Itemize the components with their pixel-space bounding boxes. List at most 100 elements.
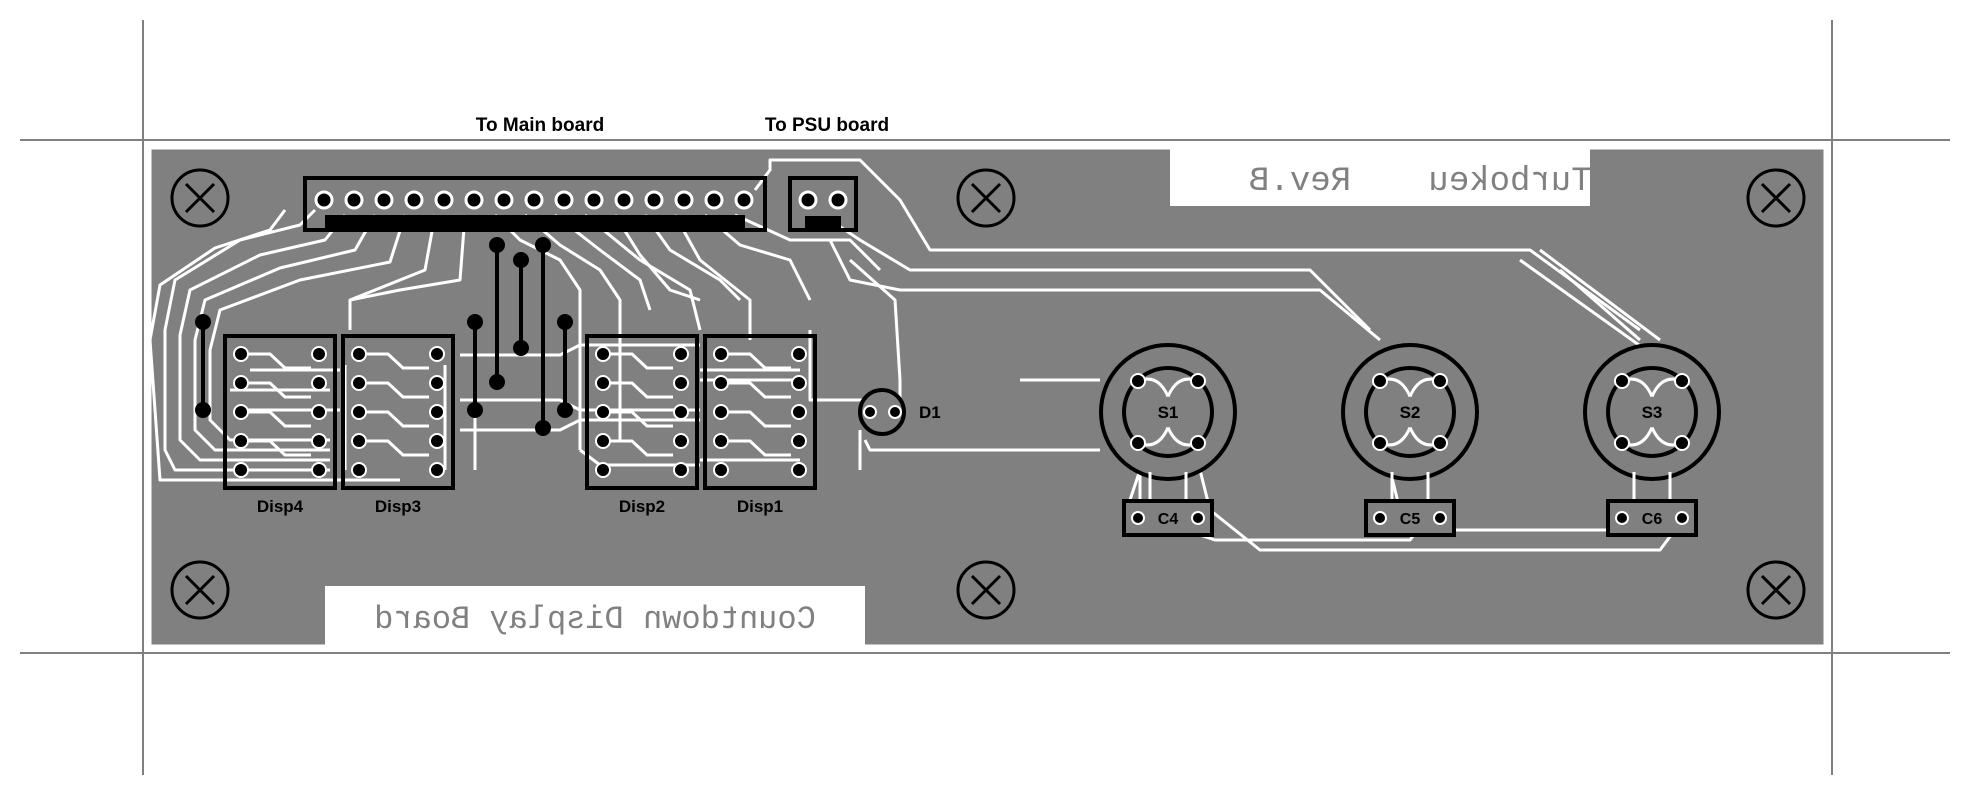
display-pin: [713, 433, 729, 449]
display-pin: [311, 433, 327, 449]
jumpers: [195, 237, 573, 436]
header-pin: [674, 190, 694, 210]
display-pin: [351, 462, 367, 478]
header-pin: [554, 190, 574, 210]
switch-label: S3: [1642, 403, 1663, 422]
switch-pin: [1372, 435, 1388, 451]
display-pin: [233, 433, 249, 449]
diode-label: D1: [919, 403, 941, 422]
display-pin: [595, 346, 611, 362]
display-pin: [595, 375, 611, 391]
display-pin: [673, 433, 689, 449]
header-pin: [494, 190, 514, 210]
cap-pin: [1615, 511, 1629, 525]
display-pin: [429, 404, 445, 420]
cap-pin: [1131, 511, 1145, 525]
mount-hole-icon: [956, 560, 1016, 620]
header-pin: [404, 190, 424, 210]
display-pin: [673, 404, 689, 420]
mounting-holes: [170, 168, 1806, 620]
capacitor-label: C5: [1400, 511, 1421, 528]
display-pin: [429, 375, 445, 391]
display-pin: [233, 346, 249, 362]
header-pin: [344, 190, 364, 210]
displays: [223, 334, 817, 490]
display-pin: [233, 462, 249, 478]
display-pin: [351, 346, 367, 362]
display-pin: [311, 462, 327, 478]
display-pin: [595, 404, 611, 420]
display-pin: [791, 346, 807, 362]
switch-pin: [1674, 373, 1690, 389]
switch-1: [1099, 343, 1237, 507]
header-pin: [434, 190, 454, 210]
switch-pin: [1372, 373, 1388, 389]
switch-pin: [1130, 435, 1146, 451]
display-pin: [311, 375, 327, 391]
display-pin: [429, 462, 445, 478]
capacitor-5: [1364, 499, 1456, 537]
display-pin: [429, 346, 445, 362]
display-1: [223, 334, 337, 490]
capacitors: [1122, 499, 1698, 537]
board-name-text: Countdown Display Board: [374, 601, 816, 638]
display-pin: [673, 346, 689, 362]
main-connector-label: To Main board: [476, 115, 604, 136]
cap-pin: [1433, 511, 1447, 525]
display-pin: [311, 346, 327, 362]
header-pin: [314, 190, 334, 210]
guide-lines: [20, 20, 1950, 775]
display-pin: [791, 433, 807, 449]
rev-text: Rev.B: [1249, 163, 1351, 201]
switch-pin: [1674, 435, 1690, 451]
switch-pin: [1432, 373, 1448, 389]
psu-connector-label: To PSU board: [765, 115, 889, 136]
display-pin: [351, 375, 367, 391]
mount-hole-icon: [1746, 168, 1806, 228]
display-pin: [233, 404, 249, 420]
display-label: Disp2: [619, 497, 665, 516]
mount-hole-icon: [1746, 560, 1806, 620]
header-pin: [704, 190, 724, 210]
display-2: [341, 334, 455, 490]
switch-pin: [1190, 435, 1206, 451]
board-name-silk: Countdown Display Board: [374, 601, 816, 638]
display-label: Disp1: [737, 497, 783, 516]
main-connector: [303, 176, 767, 232]
switch-pin: [1432, 435, 1448, 451]
display-label: Disp3: [375, 497, 421, 516]
capacitor-label: C4: [1158, 511, 1179, 528]
header-pin: [374, 190, 394, 210]
rev-label-box: [1170, 148, 1590, 206]
capacitor-label: C6: [1642, 511, 1663, 528]
header-pin: [524, 190, 544, 210]
display-pin: [595, 462, 611, 478]
rev-silk: Rev.B Turbokeu: [1249, 163, 1592, 201]
mount-hole-icon: [170, 560, 230, 620]
display-pin: [351, 404, 367, 420]
mount-hole-icon: [170, 168, 230, 228]
brand-text: Turbokeu: [1428, 163, 1591, 201]
display-pin: [673, 462, 689, 478]
display-label: Disp4: [257, 497, 304, 516]
header-pin: [734, 190, 754, 210]
cap-pin: [1191, 511, 1205, 525]
display-pin: [713, 404, 729, 420]
display-pin: [791, 375, 807, 391]
switch-label: S1: [1158, 403, 1179, 422]
display-pin: [791, 404, 807, 420]
switch-pin: [1614, 373, 1630, 389]
switches: [1099, 343, 1721, 507]
switch-label: S2: [1400, 403, 1421, 422]
display-pin: [673, 375, 689, 391]
traces: [148, 158, 1692, 552]
display-pin: [791, 462, 807, 478]
header-pin: [464, 190, 484, 210]
switch-pin: [1614, 435, 1630, 451]
display-pin: [595, 433, 611, 449]
header-pin: [614, 190, 634, 210]
switch-3: [1583, 343, 1721, 507]
capacitor-4: [1122, 499, 1214, 537]
diode-d1: [858, 388, 906, 436]
display-pin: [351, 433, 367, 449]
